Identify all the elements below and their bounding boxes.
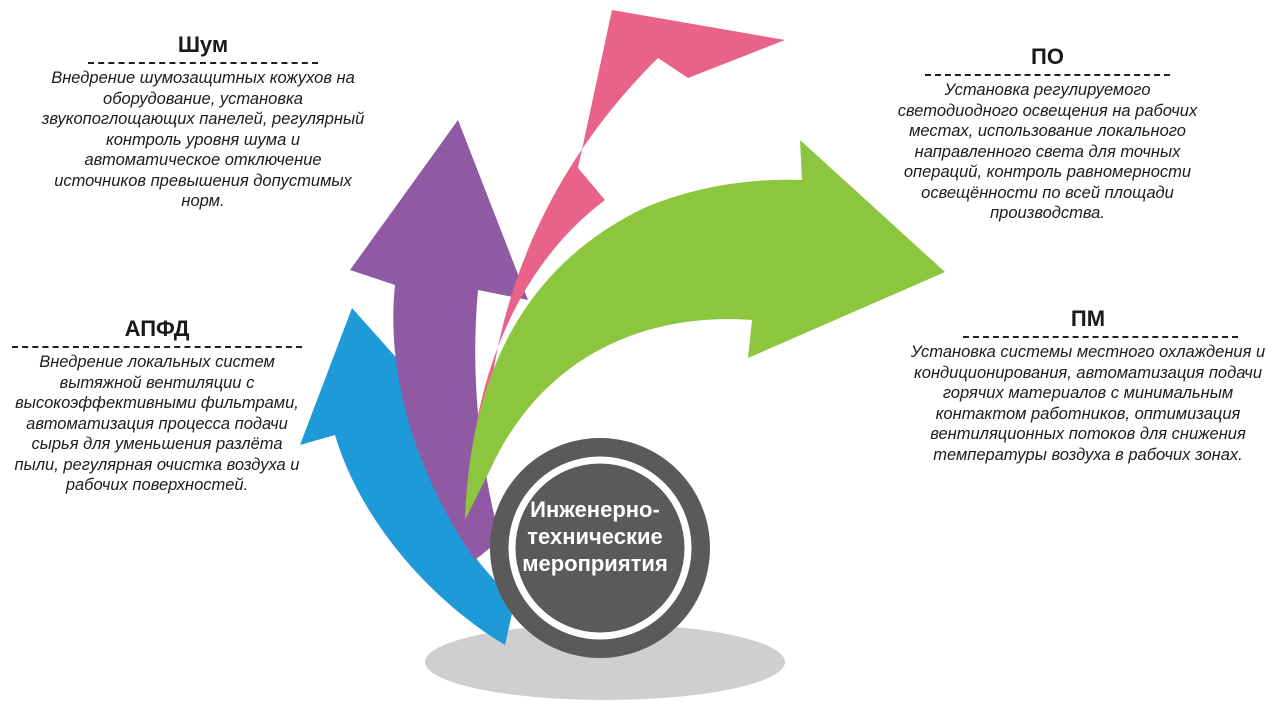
lighting-text: Установка регулируемого светодиодного ос…: [897, 81, 1198, 222]
center-label: Инженерно-технические мероприятия: [522, 497, 668, 576]
microclimate-text: Установка системы местного охлаждения и …: [910, 343, 1266, 464]
center-circle-outer: [490, 438, 710, 658]
noise-text: Внедрение шумозащитных кожухов на оборуд…: [41, 69, 365, 210]
lighting-block: ПО Установка регулируемого светодиодного…: [885, 44, 1210, 224]
lighting-title: ПО: [1031, 44, 1064, 69]
center-circle-ring: [508, 456, 692, 640]
microclimate-title: ПМ: [1070, 306, 1106, 331]
purple-arrow: [350, 120, 528, 560]
green-arrow: [465, 140, 945, 520]
circle-shadow: [425, 624, 785, 700]
lighting-divider: [925, 74, 1170, 76]
microclimate-divider: [963, 336, 1238, 338]
noise-block: Шум Внедрение шумозащитных кожухов на об…: [38, 32, 368, 212]
pink-arrow: [470, 10, 785, 470]
dust-text: Внедрение локальных систем вытяжной вент…: [14, 353, 300, 494]
dust-divider: [12, 346, 302, 348]
dust-block: АПФД Внедрение локальных систем вытяжной…: [12, 316, 302, 496]
blue-arrow: [300, 308, 515, 645]
noise-title: Шум: [177, 32, 229, 57]
microclimate-block: ПМ Установка системы местного охлаждения…: [908, 306, 1268, 465]
noise-divider: [88, 62, 318, 64]
dust-title: АПФД: [124, 316, 190, 341]
